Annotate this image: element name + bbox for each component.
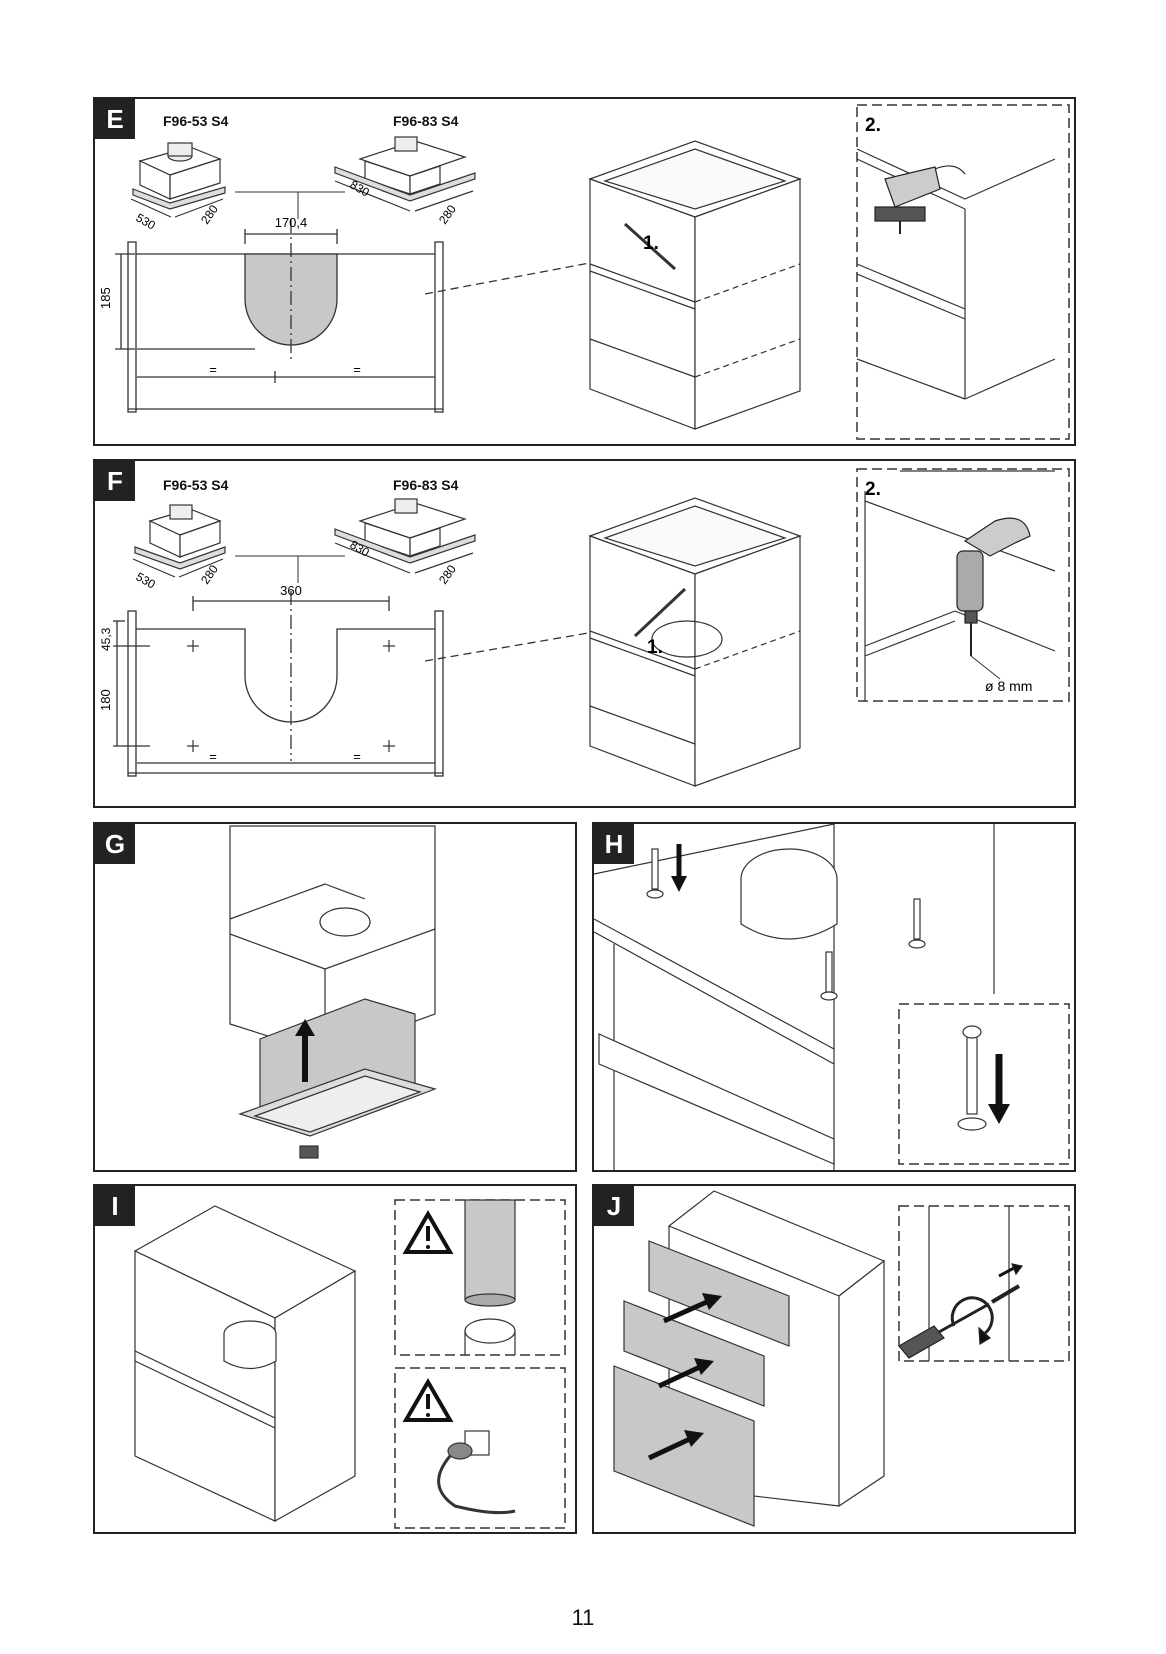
panel-f-model-left: F96-53 S4 <box>163 477 229 493</box>
panel-i: I <box>93 1184 577 1534</box>
cabinet-f <box>588 497 802 787</box>
cut-template-f <box>113 591 444 777</box>
panel-f-drawing: 530 280 830 280 360 45,3 <box>98 468 1070 787</box>
dim-280-right: 280 <box>436 202 459 227</box>
equal-left-f: = <box>209 749 217 764</box>
dim-280-right-f: 280 <box>436 562 459 587</box>
jigsaw-icon <box>874 165 966 234</box>
panel-e: E F96-53 S4 F96-83 S4 530 280 830 280 <box>93 97 1076 446</box>
warning-icon <box>402 1378 454 1422</box>
step1-f: 1. <box>647 637 663 658</box>
panel-e-drawing: 530 280 830 280 <box>98 104 1070 440</box>
detail-box-h <box>898 1003 1070 1165</box>
drill-size-f: ø 8 mm <box>985 678 1032 694</box>
panel-h-drawing <box>594 824 1070 1170</box>
panel-g-badge: G <box>95 824 135 864</box>
bolt-icon <box>646 848 926 1001</box>
hood-small-illustration <box>130 142 226 218</box>
page-number: 11 <box>571 1605 595 1630</box>
drill-icon <box>956 517 1031 656</box>
equal-right-f: = <box>353 749 361 764</box>
screwdriver-icon <box>898 1296 994 1359</box>
hood-large-illustration <box>334 136 476 212</box>
cut-template-e <box>115 219 444 413</box>
panel-j-drawing <box>613 1190 1070 1527</box>
panel-e-badge: E <box>95 99 135 139</box>
panel-g-drawing <box>229 825 437 1159</box>
panel-f: F F96-53 S4 F96-83 S4 530 280 830 280 <box>93 459 1076 808</box>
equal-left-e: = <box>209 362 217 377</box>
panel-g: G <box>93 822 577 1172</box>
panel-f-badge: F <box>95 461 135 501</box>
step2-f: 2. <box>865 479 881 500</box>
screw-icon <box>990 1263 1024 1304</box>
cabinet-e <box>588 140 802 430</box>
panel-f-model-right: F96-83 S4 <box>393 477 459 493</box>
panel-i-drawing <box>133 1199 566 1529</box>
panel-i-badge: I <box>95 1186 135 1226</box>
arrow-down-icon <box>671 844 687 892</box>
step2-e: 2. <box>865 115 881 136</box>
width-dim-f: 360 <box>280 583 302 598</box>
height-dim-e: 185 <box>98 287 113 309</box>
panel-e-model-left: F96-53 S4 <box>163 113 229 129</box>
dim-280-left: 280 <box>198 202 221 227</box>
panel-h-badge: H <box>594 824 634 864</box>
arrow-up-icon <box>295 1019 315 1082</box>
warning-icon <box>402 1210 454 1254</box>
dim-280-left-f: 280 <box>198 562 221 587</box>
plug-icon <box>437 1430 516 1515</box>
detail-box-e <box>856 104 1070 440</box>
equal-right-e: = <box>353 362 361 377</box>
panel-h: H <box>592 822 1076 1172</box>
height-dim-f: 180 <box>98 689 113 711</box>
arrow-down-icon <box>988 1054 1010 1124</box>
panel-boards <box>613 1240 790 1527</box>
panel-j-badge: J <box>594 1186 634 1226</box>
dim-530: 530 <box>134 210 159 232</box>
top-dim-f: 45,3 <box>99 627 113 651</box>
panel-j: J <box>592 1184 1076 1534</box>
panel-e-model-right: F96-83 S4 <box>393 113 459 129</box>
dim-530-f: 530 <box>134 569 159 591</box>
step1-e: 1. <box>643 233 659 254</box>
width-dim-e: 170,4 <box>275 215 308 230</box>
